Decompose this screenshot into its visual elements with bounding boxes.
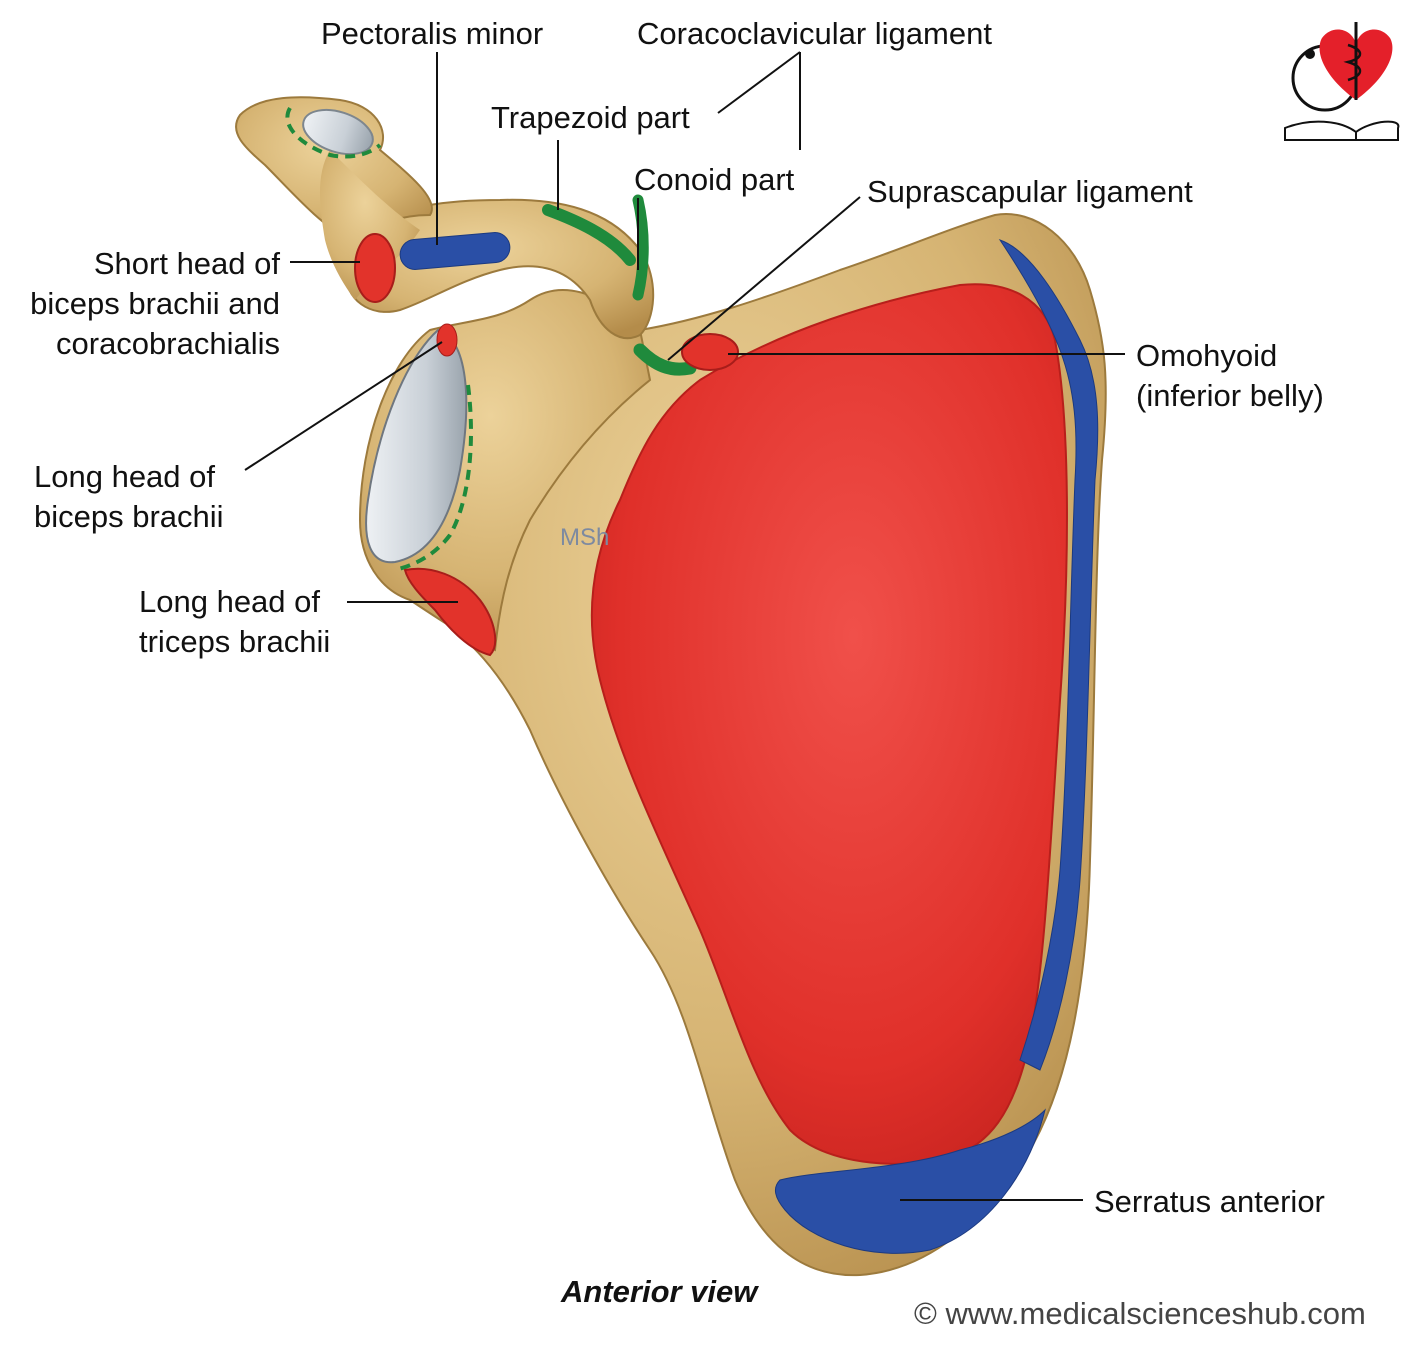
open-book-icon	[1284, 120, 1400, 141]
label-suprascapular-ligament: Suprascapular ligament	[867, 174, 1193, 209]
label-long-head-triceps-line1: Long head of	[139, 584, 321, 619]
subscapularis-origin	[590, 283, 1068, 1165]
copyright-notice: © www.medicalscienceshub.com	[914, 1296, 1366, 1331]
label-long-head-biceps-line2: biceps brachii	[34, 499, 224, 534]
omohyoid-origin	[681, 333, 739, 371]
caption: Anterior view	[561, 1274, 758, 1309]
label-long-head-biceps: Long head of biceps brachii	[34, 457, 224, 537]
leader-long-head-biceps	[244, 341, 443, 471]
label-omohyoid: Omohyoid (inferior belly)	[1136, 336, 1324, 416]
serratus-anterior-inferior	[774, 1108, 1046, 1254]
acromial-facet	[302, 108, 374, 156]
stethoscope-bell-icon	[1305, 49, 1315, 59]
acromion-capsule-line	[285, 106, 382, 159]
label-conoid-part: Conoid part	[634, 162, 795, 197]
long-head-biceps-origin	[436, 323, 458, 357]
leader-coracoclavicular-a	[717, 51, 801, 114]
conoid-ligament	[632, 194, 649, 301]
trapezoid-ligament	[542, 204, 636, 266]
label-omohyoid-line1: Omohyoid	[1136, 338, 1278, 373]
suprascapular-ligament	[633, 343, 697, 376]
glenoid-capsule-line	[394, 384, 473, 572]
label-long-head-triceps: Long head of triceps brachii	[139, 582, 330, 662]
watermark: MSh	[560, 524, 610, 551]
long-head-triceps-origin	[403, 567, 497, 657]
label-short-head-biceps-line3: coracobrachialis	[56, 326, 280, 361]
label-short-head-biceps-line1: Short head of	[93, 246, 280, 281]
label-pectoralis-minor: Pectoralis minor	[321, 16, 544, 51]
label-short-head-biceps: Short head of biceps brachii and coracob…	[30, 244, 280, 364]
label-short-head-biceps-line2: biceps brachii and	[30, 286, 280, 321]
label-omohyoid-line2: (inferior belly)	[1136, 378, 1324, 413]
coracoid-process	[343, 198, 655, 340]
label-coracoclavicular-ligament: Coracoclavicular ligament	[637, 16, 992, 51]
leader-lines	[244, 51, 1125, 1201]
label-trapezoid-part: Trapezoid part	[491, 100, 690, 135]
serratus-anterior-border	[998, 239, 1099, 1071]
label-long-head-biceps-line1: Long head of	[34, 459, 216, 494]
pectoralis-minor-insertion	[399, 232, 511, 270]
short-head-biceps-origin	[354, 233, 396, 303]
label-long-head-triceps-line2: triceps brachii	[139, 624, 331, 659]
logo	[1284, 22, 1400, 141]
leader-suprascapular	[667, 196, 861, 361]
label-serratus-anterior: Serratus anterior	[1094, 1184, 1325, 1219]
glenoid-cavity	[365, 328, 468, 564]
